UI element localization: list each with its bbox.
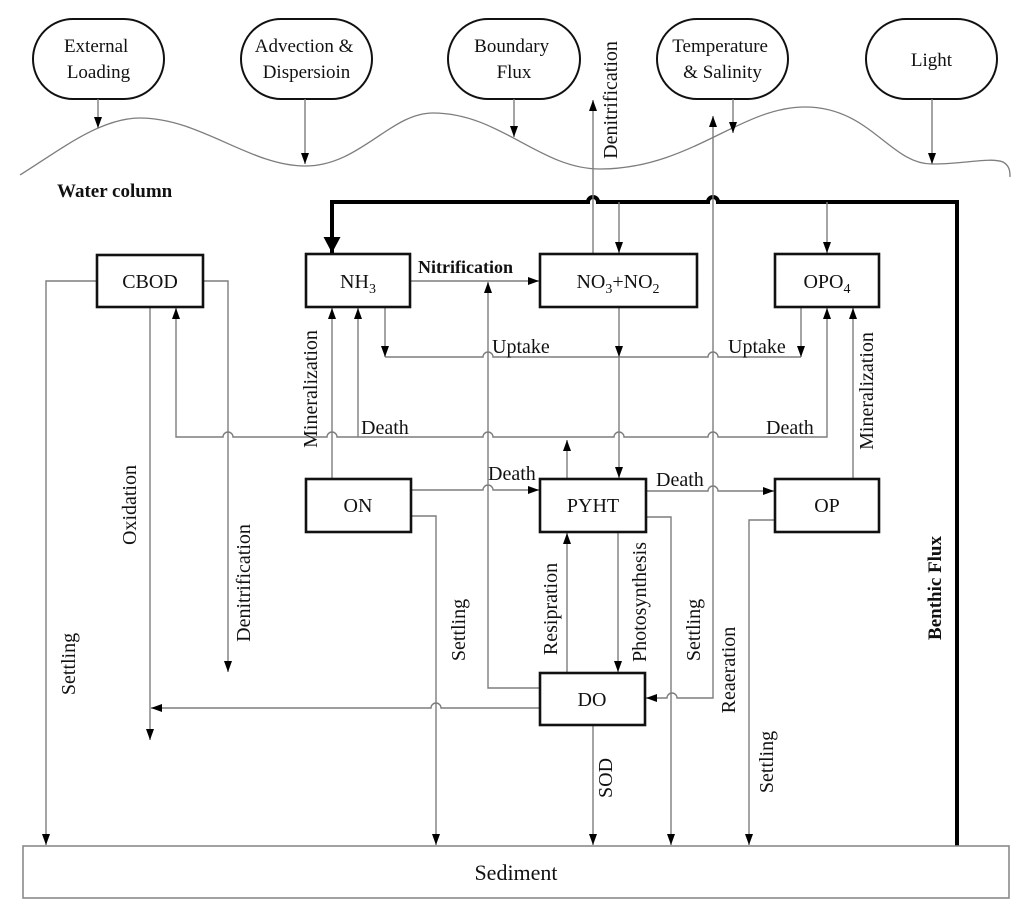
node-box xyxy=(538,671,647,727)
driver-label: Advection & Dispersioin xyxy=(255,36,358,83)
reaeration-arrow xyxy=(646,116,717,702)
uptake-p-label: Uptake xyxy=(728,336,786,358)
water-column-label: Water column xyxy=(57,181,173,202)
cbod-settling-arrow xyxy=(42,280,97,845)
driver-oval xyxy=(656,18,789,100)
driver-label-line: Boundary xyxy=(474,36,549,57)
node-opo4: OPO4 xyxy=(773,252,881,309)
photosynthesis-label: Photosynthesis xyxy=(629,542,651,662)
driver-label-line: External xyxy=(64,36,128,57)
op-settling-arrow xyxy=(745,519,775,845)
node-box xyxy=(304,252,412,309)
driver-label-line: Dispersioin xyxy=(263,62,351,83)
driver-boundary-flux: Boundary Flux xyxy=(447,18,581,100)
driver-label-line: Temperature xyxy=(672,36,768,57)
node-cbod: CBOD xyxy=(95,253,205,309)
driver-label: Boundary Flux xyxy=(474,36,554,83)
node-box xyxy=(773,252,881,309)
node-do: DO xyxy=(538,671,647,727)
nitrification-label: Nitrification xyxy=(418,257,513,277)
node-label-base: NO xyxy=(576,271,605,293)
driver-light: Light xyxy=(865,18,998,100)
do-to-nitrification-arrow xyxy=(484,282,540,689)
node-label-subscript: 3 xyxy=(605,282,612,297)
node-label: NO3+NO2 xyxy=(576,271,659,297)
driver-oval xyxy=(240,18,373,100)
cbod-denitrification-label: Denitrification xyxy=(233,524,255,642)
node-op: OP xyxy=(773,477,881,534)
reaeration-label: Reaeration xyxy=(718,627,740,714)
on-settling-label: Settling xyxy=(448,599,470,661)
node-label-base: +NO xyxy=(612,271,652,293)
pyht-settling-label: Settling xyxy=(683,599,705,661)
node-label-base: NH xyxy=(340,271,369,293)
water-surface-wave xyxy=(19,106,1011,178)
driver-label-line: Loading xyxy=(67,62,131,83)
death-to-opo4-label: Death xyxy=(766,417,814,439)
mineralization-p-label: Mineralization xyxy=(856,332,878,450)
sod-label: SOD xyxy=(595,758,617,798)
node-label: PYHT xyxy=(567,495,619,517)
node-label: NH3 xyxy=(340,271,376,297)
driver-label-line: Flux xyxy=(497,62,532,83)
death-distribution-line xyxy=(172,308,831,438)
death-to-nh3-label: Death xyxy=(361,417,409,439)
driver-label-line: Advection & xyxy=(255,36,354,57)
denitrification-atm-label: Denitrification xyxy=(600,41,622,159)
node-nh3: NH3 xyxy=(304,252,412,309)
driver-oval xyxy=(447,18,581,100)
node-box xyxy=(538,252,699,309)
node-pyht: PYHT xyxy=(538,477,648,534)
node-label: ON xyxy=(344,495,373,517)
node-label: OPO4 xyxy=(803,271,850,297)
sediment-box xyxy=(22,845,1010,899)
node-box xyxy=(773,477,881,534)
cbod-settling-label: Settling xyxy=(58,633,80,695)
driver-label: External Loading xyxy=(64,36,133,83)
mineralization-n-label: Mineralization xyxy=(300,330,322,448)
node-no3-no2: NO3+NO2 xyxy=(538,252,699,309)
driver-label: Temperature & Salinity xyxy=(672,36,772,83)
oxidation-label: Oxidation xyxy=(119,465,141,545)
death-on-pyht-label: Death xyxy=(488,463,536,485)
driver-advection-dispersion: Advection & Dispersioin xyxy=(240,18,373,100)
benthic-flux-label: Benthic Flux xyxy=(925,536,946,640)
node-label-subscript: 3 xyxy=(369,282,376,297)
do-to-oxidation-arrow xyxy=(151,702,540,712)
sediment-label: Sediment xyxy=(474,860,557,885)
op-settling-label: Settling xyxy=(756,731,778,793)
respiration-label: Resipration xyxy=(540,563,562,655)
node-box xyxy=(538,477,648,534)
uptake-n-label: Uptake xyxy=(492,336,550,358)
uptake-line xyxy=(385,351,801,358)
node-on: ON xyxy=(304,477,413,534)
death-pyht-op-arrow xyxy=(646,485,774,495)
death-pyht-op-label: Death xyxy=(656,469,704,491)
node-label: DO xyxy=(578,689,607,711)
driver-external-loading: External Loading xyxy=(32,18,165,100)
death-on-pyht-arrow xyxy=(411,484,539,494)
node-label-subscript: 4 xyxy=(844,282,851,297)
driver-label: Light xyxy=(911,50,953,71)
sediment-layer: Sediment xyxy=(22,845,1010,899)
node-label-subscript: 2 xyxy=(653,282,660,297)
node-label: CBOD xyxy=(122,271,178,293)
driver-label-line: & Salinity xyxy=(683,62,762,83)
node-label: OP xyxy=(814,495,840,517)
driver-oval xyxy=(32,18,165,100)
on-settling-arrow xyxy=(411,515,440,845)
node-label-base: OPO xyxy=(803,271,843,293)
driver-temperature-salinity: Temperature & Salinity xyxy=(656,18,789,100)
pyht-settling-arrow xyxy=(646,516,675,845)
cbod-denitrification-arrow xyxy=(203,280,232,672)
node-box xyxy=(95,253,205,309)
node-box xyxy=(304,477,413,534)
